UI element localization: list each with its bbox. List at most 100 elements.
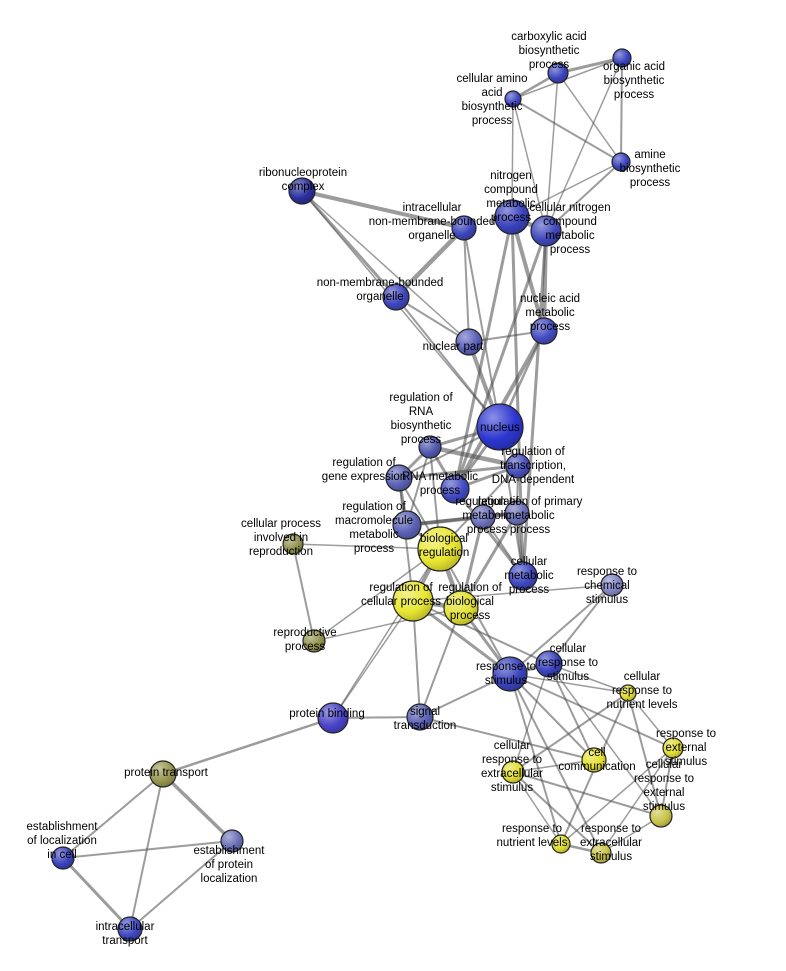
edge-response_extracellular--cellular_response_external: [600, 815, 662, 854]
node-cellular_response_external[interactable]: [649, 804, 673, 828]
node-nitrogen[interactable]: [494, 199, 530, 235]
edge-amine--cellular_nitrogen: [545, 161, 622, 232]
node-reproductive[interactable]: [302, 629, 326, 653]
node-organic[interactable]: [612, 48, 632, 68]
edge-cellular_response_extracellular--response_nutrient: [512, 771, 562, 845]
node-carboxylic[interactable]: [547, 62, 569, 84]
node-nucleic[interactable]: [530, 317, 558, 345]
edge-cellular_amino--amine: [512, 98, 622, 163]
node-response_chemical[interactable]: [600, 573, 624, 597]
node-protein_transport[interactable]: [149, 760, 177, 788]
node-amine[interactable]: [611, 152, 631, 172]
node-cellular_response_stimulus[interactable]: [535, 650, 563, 678]
node-reg_macromolecule[interactable]: [392, 510, 422, 540]
node-biological_regulation[interactable]: [417, 526, 463, 572]
edge-response_chemical--reg_cellular: [412, 584, 613, 602]
node-response_external[interactable]: [662, 737, 684, 759]
node-label-nuclear_part: nuclear part: [423, 341, 485, 353]
node-nuclear_part[interactable]: [455, 328, 483, 356]
node-response_stimulus[interactable]: [492, 656, 528, 692]
node-protein_binding[interactable]: [317, 702, 349, 734]
node-ribo[interactable]: [288, 177, 316, 205]
node-cellular_amino[interactable]: [504, 90, 522, 108]
node-reg_metabolic[interactable]: [470, 504, 496, 530]
node-reg_transcription[interactable]: [505, 453, 531, 479]
node-est_protein_localization[interactable]: [220, 829, 244, 853]
edge-cellular_response_nutrient--cellular_response_external: [627, 692, 662, 817]
edge-cell_communication--cellular_response_extracellular: [512, 759, 595, 773]
edge-protein_transport--intracellular_transport: [129, 773, 164, 930]
edge-protein_transport--est_protein_localization: [161, 772, 234, 843]
node-cellular_metabolic[interactable]: [508, 561, 538, 591]
edge-protein_binding--reg_cellular: [332, 600, 414, 719]
edge-cellular_response_nutrient--response_external: [627, 692, 674, 749]
node-cell_communication[interactable]: [581, 747, 607, 773]
node-cellular_nitrogen[interactable]: [530, 215, 562, 247]
edge-intra_nmb--nuclear_part: [463, 227, 470, 343]
node-label-protein_transport: protein transport: [124, 767, 209, 779]
node-reg_cellular[interactable]: [392, 580, 434, 622]
edge-cellular_amino--cellular_nitrogen: [512, 98, 547, 232]
node-reg_biological[interactable]: [443, 590, 479, 626]
edge-response_extracellular--cellular_response_extracellular: [512, 771, 602, 854]
edge-reg_transcription--reg_gene: [397, 464, 520, 480]
node-est_localization_cell[interactable]: [51, 846, 75, 870]
edge-reproductive--reg_biological: [313, 607, 462, 642]
node-rna_metabolic[interactable]: [440, 474, 470, 504]
edge-response_stimulus--response_external: [509, 673, 674, 749]
edge-organic--cellular_amino: [512, 57, 623, 100]
edge-reg_biological--reg_primary: [459, 511, 519, 610]
edge-cell_communication--cellular_response_stimulus: [548, 663, 595, 761]
node-cellular_response_extracellular[interactable]: [501, 760, 525, 784]
edge-response_stimulus--response_nutrient: [509, 673, 562, 845]
edge-carboxylic--cellular_nitrogen: [545, 72, 559, 232]
edge-cellular_response_stimulus--reg_cellular: [412, 600, 550, 665]
node-intra_nmb[interactable]: [451, 215, 477, 241]
node-nucleus[interactable]: [476, 403, 524, 451]
edge-carboxylic--amine: [557, 72, 622, 163]
edge-nmb--nucleus: [395, 296, 501, 428]
edge-nitrogen--rna_metabolic: [453, 215, 514, 491]
edge-cellular_response_nutrient--cellular_response_extracellular: [512, 692, 629, 773]
edge-cellular_nitrogen--rna_metabolic: [453, 229, 548, 491]
node-signal_transduction[interactable]: [406, 703, 434, 731]
node-reg_gene[interactable]: [385, 464, 413, 492]
node-cell_proc_repro[interactable]: [282, 533, 304, 555]
node-cellular_response_nutrient[interactable]: [619, 684, 637, 702]
edge-ribo--intra_nmb: [300, 189, 466, 230]
node-reg_rna[interactable]: [418, 435, 442, 459]
edge-amine--nitrogen: [511, 161, 622, 218]
edge-protein_transport--est_localization_cell: [62, 773, 164, 859]
edge-organic--amine: [620, 57, 623, 163]
edge-est_localization_cell--est_protein_localization: [62, 840, 233, 859]
node-response_extracellular[interactable]: [590, 842, 612, 864]
edge-organic--cellular_nitrogen: [545, 57, 623, 232]
node-response_nutrient[interactable]: [551, 834, 571, 854]
edge-response_external--response_nutrient: [560, 747, 674, 845]
edge-cell_communication--response_stimulus: [509, 673, 595, 761]
edge-rna_metabolic--cellular_metabolic: [453, 487, 525, 578]
edge-reproductive--biological_regulation: [313, 548, 441, 642]
edge-nmb--nuclear_part: [395, 296, 470, 343]
node-intracellular_transport[interactable]: [117, 916, 143, 942]
node-reg_primary[interactable]: [504, 500, 530, 526]
node-nmb[interactable]: [382, 283, 410, 311]
